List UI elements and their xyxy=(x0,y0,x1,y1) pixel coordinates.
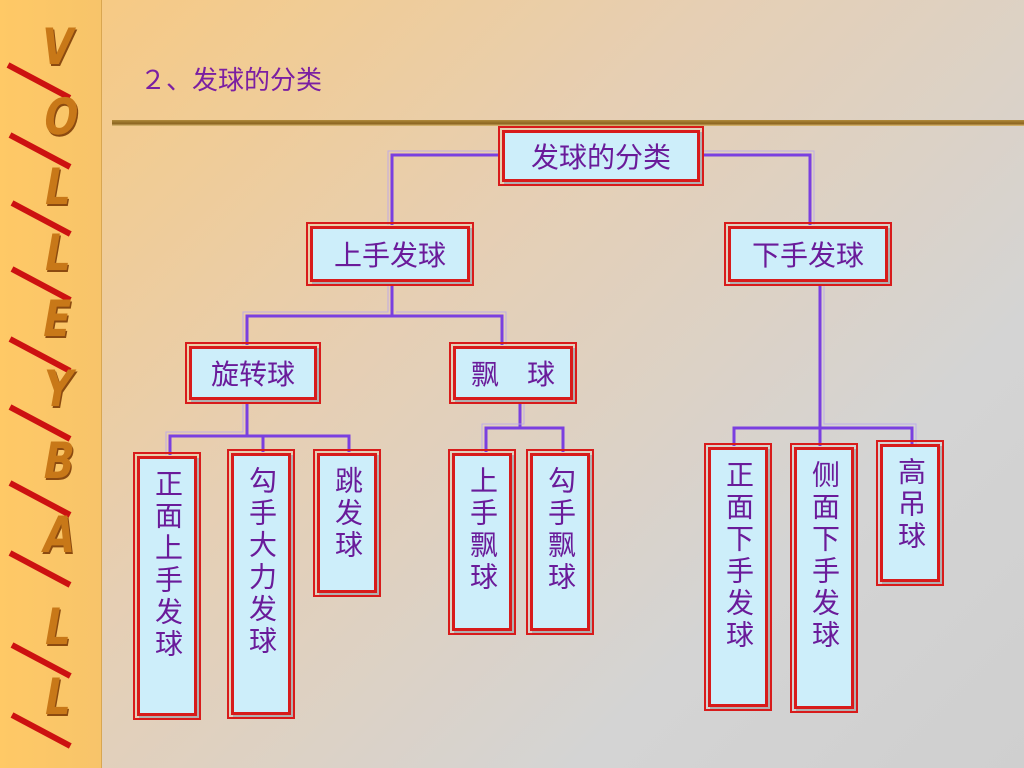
title-rule xyxy=(112,120,1024,126)
connector-root-overhand xyxy=(390,153,500,225)
leaf-front-overhand: 正面上手发球 xyxy=(133,452,201,720)
connector-float-leaf1 xyxy=(484,402,522,452)
underhand-node: 下手发球 xyxy=(724,222,892,286)
leaf-hook-power: 勾手大力发球 xyxy=(227,449,295,719)
root-node: 发球的分类 xyxy=(498,126,704,186)
slide-title: ２、发球的分类 xyxy=(140,66,323,96)
float-node: 飘 球 xyxy=(449,342,577,404)
connector-float-leaf2 xyxy=(520,426,565,452)
leaf-high-lob: 高吊球 xyxy=(876,440,944,586)
leaf-front-underhand: 正面下手发球 xyxy=(704,443,772,711)
spin-node: 旋转球 xyxy=(185,342,321,404)
leaf-hook-float: 勾手飘球 xyxy=(526,449,594,635)
connector-spin-leaf3 xyxy=(263,434,351,452)
connector-root-underhand xyxy=(700,153,812,225)
leaf-jump: 跳发球 xyxy=(313,449,381,597)
leaf-overhand-float: 上手飘球 xyxy=(448,449,516,635)
sidebar-banner: V O L L E Y B A L L xyxy=(0,0,102,768)
connector-underhand-leaf3 xyxy=(820,426,914,444)
connector-overhand-spin xyxy=(245,284,394,345)
leaf-side-underhand: 侧面下手发球 xyxy=(790,443,858,713)
overhand-node: 上手发球 xyxy=(306,222,474,286)
connector-underhand-leaf1 xyxy=(732,284,822,446)
connector-spin-leaf1 xyxy=(168,402,249,455)
connector-spin-leaf2 xyxy=(247,434,265,452)
connector-overhand-float xyxy=(392,314,504,345)
